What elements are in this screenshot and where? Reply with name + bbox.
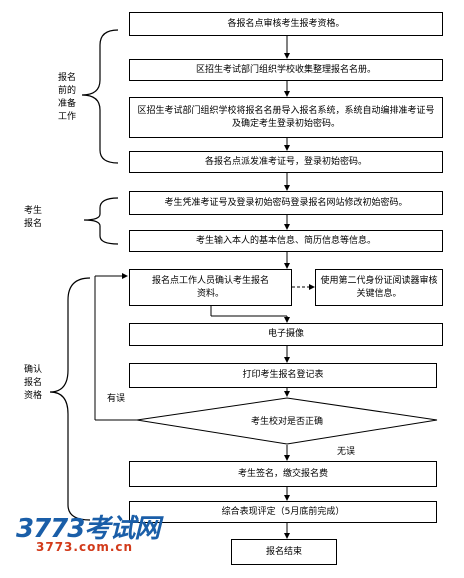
step-import-roster: 区招生考试部门组织学校将报名名册导入报名系统，系统自动编排准考证号及确定考生登录… [129,97,443,138]
step-staff-confirm: 报名点工作人员确认考生报名资料。 [129,269,292,306]
step-distribute-credentials: 各报名点派发准考证号，登录初始密码。 [129,151,443,173]
branch-correct: 无误 [337,447,356,457]
step-collect-roster: 区招生考试部门组织学校收集整理报名名册。 [129,59,443,81]
enroll-brace [83,197,119,245]
group-label-enroll: 考生 报名 [24,206,43,229]
group-label-confirm: 确认 报名 资格 [24,365,43,401]
step-enter-info: 考生输入本人的基本信息、简历信息等信息。 [129,230,443,252]
prep-brace [81,29,119,164]
watermark-brand: 3773考试网 [16,514,160,544]
step-evaluation: 综合表现评定（5月底前完成） [129,501,437,523]
decision-label: 考生校对是否正确 [250,417,323,427]
decision-diamond [136,397,438,445]
group-label-prep: 报名 前的 准备 工作 [58,73,77,122]
step-end: 报名结束 [231,539,337,565]
watermark-url: 3773.com.cn [36,540,134,554]
branch-wrong: 有误 [107,394,126,404]
step-verify-eligibility: 各报名点审核考生报考资格。 [129,12,443,36]
step-change-password: 考生凭准考证号及登录初始密码登录报名网站修改初始密码。 [129,191,443,215]
step-id-reader: 使用第二代身份证阅读器审核关键信息。 [315,269,443,306]
step-print-form: 打印考生报名登记表 [129,363,437,388]
step-sign-and-pay: 考生签名，缴交报名费 [129,461,437,487]
confirm-brace [49,277,91,521]
step-photo: 电子摄像 [129,323,443,346]
